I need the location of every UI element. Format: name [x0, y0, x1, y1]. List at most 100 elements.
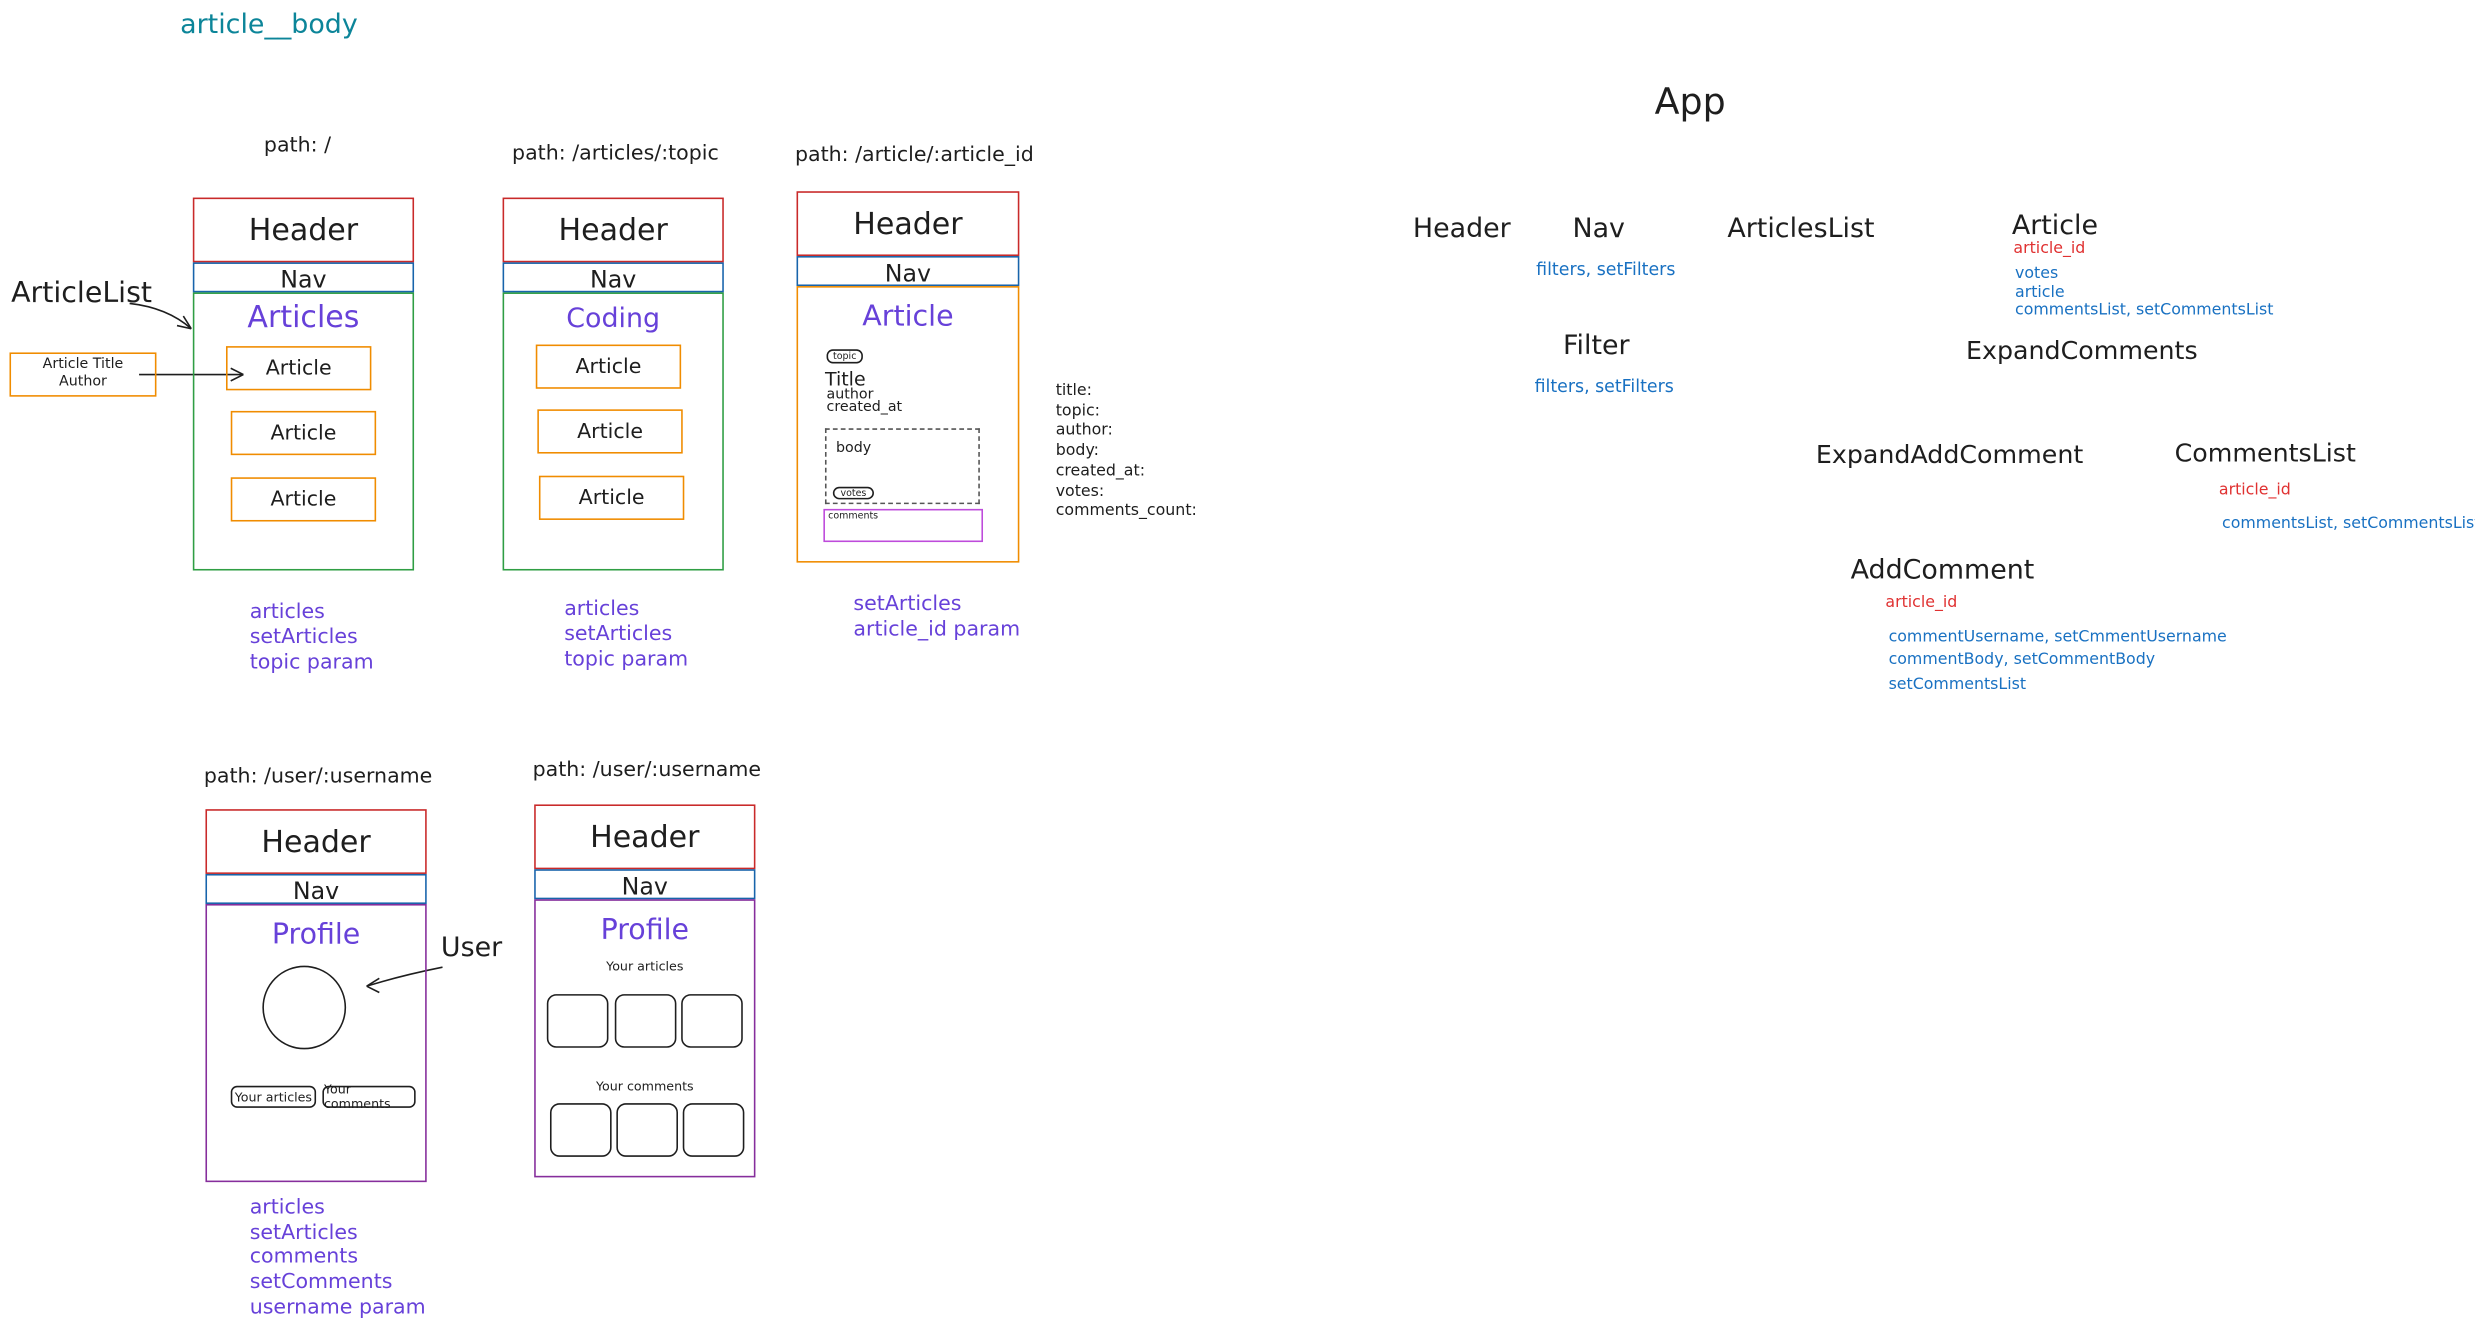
- article-card: Article: [225, 346, 372, 391]
- your-comments-button: Your comments: [322, 1083, 416, 1111]
- header-block-user-2: Header: [534, 804, 756, 870]
- tree-header: Header: [1412, 213, 1511, 245]
- prop-item: articles: [564, 597, 640, 622]
- nav-label: Nav: [292, 877, 340, 906]
- tree-article-props: votes article commentsList, setCommentsL…: [2015, 266, 2273, 321]
- article-tile: [614, 994, 677, 1048]
- nav-block-user-1: Nav: [205, 873, 427, 906]
- tree-nav: Nav: [1572, 213, 1625, 245]
- header-block-home: Header: [192, 197, 415, 263]
- prop-item: commentUsername, setCmmentUsername: [1888, 628, 2227, 647]
- prop-item: commentBody, setCommentBody: [1888, 651, 2156, 669]
- article-card: Article: [538, 475, 685, 520]
- article-author-text: author: [826, 387, 874, 404]
- your-articles-heading: Your articles: [606, 959, 684, 974]
- tree-add-comment-id: article_id: [1885, 594, 1958, 612]
- content-title: Profile: [271, 918, 361, 952]
- user-arrow: [366, 966, 443, 987]
- prop-item: comments: [249, 1245, 359, 1270]
- nav-label: Nav: [621, 872, 668, 901]
- header-block-user-1: Header: [205, 809, 427, 874]
- tree-filter: Filter: [1563, 330, 1630, 362]
- header-label: Header: [590, 820, 700, 855]
- header-label: Header: [853, 207, 963, 242]
- comment-tile: [616, 1103, 678, 1157]
- user-annotation: User: [440, 932, 503, 965]
- header-block-article: Header: [796, 191, 1020, 257]
- article-title-author-note: Article Title Author: [9, 352, 157, 397]
- prop-item: setArticles: [249, 625, 358, 650]
- props-list-article: setArticles article_id param: [853, 593, 1020, 644]
- nav-block-article: Nav: [796, 256, 1020, 288]
- articlelist-annotation: ArticleList: [11, 276, 153, 310]
- comments-block: comments: [823, 508, 984, 543]
- nav-label: Nav: [280, 265, 327, 294]
- content-block-home: Articles: [192, 292, 415, 571]
- votes-chip: votes: [832, 486, 874, 500]
- prop-item: commentsList, setCommentsList: [2015, 301, 2274, 320]
- tree-expand-add-comment: ExpandAddComment: [1815, 439, 2084, 470]
- content-block-topic: Coding: [502, 292, 724, 571]
- header-label: Header: [558, 213, 668, 249]
- article-card: Article: [537, 409, 683, 454]
- path-label-article: path: /article/:article_id: [794, 143, 1034, 168]
- tree-app: App: [1654, 82, 1726, 124]
- nav-block-topic: Nav: [502, 262, 724, 294]
- article-tile: [546, 994, 609, 1048]
- article-tile: [681, 994, 743, 1048]
- tree-filter-props: filters, setFilters: [1534, 376, 1674, 397]
- prop-item: articles: [249, 600, 325, 625]
- field-item: topic:: [1055, 402, 1101, 420]
- prop-item: setComments: [249, 1270, 393, 1295]
- tree-nav-props: filters, setFilters: [1536, 259, 1676, 280]
- field-item: created_at:: [1055, 462, 1146, 481]
- prop-item: setArticles: [249, 1221, 358, 1245]
- prop-item: setArticles: [853, 592, 962, 617]
- prop-item: articles: [249, 1196, 325, 1221]
- article-card: Article: [230, 410, 377, 456]
- field-item: votes:: [1055, 482, 1105, 501]
- article-card: Article: [230, 477, 377, 522]
- avatar-circle: [262, 965, 347, 1050]
- note-line: Author: [59, 374, 107, 391]
- tree-article: Article: [2011, 210, 2099, 242]
- articlelist-arrowhead: [176, 315, 192, 330]
- field-item: body:: [1055, 442, 1099, 461]
- tree-comments-list-id: article_id: [2218, 482, 2291, 500]
- prop-item: topic param: [249, 651, 374, 675]
- header-block-topic: Header: [502, 197, 724, 263]
- tree-articles-list: ArticlesList: [1727, 213, 1875, 245]
- path-label-topic: path: /articles/:topic: [512, 142, 719, 166]
- content-block-user-2: Profile Your articles Your comments: [534, 899, 756, 1178]
- prop-item: votes: [2015, 265, 2059, 283]
- content-title: Profile: [600, 913, 690, 947]
- your-comments-heading: Your comments: [595, 1079, 694, 1094]
- content-title: Articles: [247, 300, 360, 336]
- tree-add-comment: AddComment: [1850, 554, 2035, 587]
- nav-label: Nav: [884, 259, 932, 288]
- article-body-block: body votes: [824, 428, 980, 505]
- article-title-text: Title: [824, 368, 866, 391]
- nav-label: Nav: [590, 265, 637, 294]
- path-label-home: path: /: [263, 134, 332, 159]
- article-created-text: created_at: [826, 399, 903, 416]
- topic-chip: topic: [826, 349, 863, 364]
- header-label: Header: [261, 824, 371, 860]
- tree-expand-comments: ExpandComments: [1966, 335, 2198, 366]
- article-fields-list: title: topic: author: body: created_at: …: [1056, 382, 1197, 523]
- props-list-home: articles setArticles topic param: [250, 601, 374, 677]
- field-item: comments_count:: [1055, 502, 1197, 521]
- content-block-article: Article: [796, 286, 1020, 563]
- props-list-topic: articles setArticles topic param: [564, 597, 688, 673]
- prop-item: setCommentsList: [1888, 676, 2027, 694]
- nav-block-user-2: Nav: [534, 869, 756, 901]
- body-label: body: [836, 440, 872, 457]
- content-title: Article: [862, 300, 954, 334]
- canvas-label: article__body: [180, 9, 358, 42]
- article-title-arrowhead: [230, 367, 244, 382]
- note-line: Article Title: [42, 357, 124, 373]
- comment-tile: [549, 1103, 612, 1157]
- prop-item: topic param: [564, 647, 689, 672]
